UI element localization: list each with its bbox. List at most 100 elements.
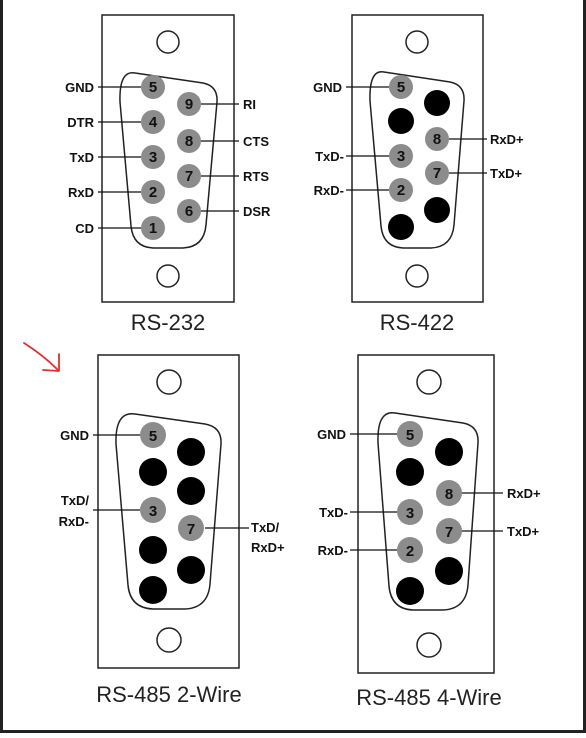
panel-rs232: 5 GND 4 DTR 3 TxD 2 RxD 1 CD 9 RI — [65, 14, 271, 335]
pin-label: DSR — [243, 204, 271, 219]
pin-label: GND — [65, 80, 94, 95]
pin-label: RxD — [68, 185, 94, 200]
connector-pinout-figure: 5 GND 4 DTR 3 TxD 2 RxD 1 CD 9 RI — [23, 14, 541, 710]
pin-number: 7 — [187, 521, 195, 538]
pin-number: 3 — [397, 148, 405, 165]
pin-number: 2 — [406, 543, 414, 560]
pin-7: 7 RTS — [177, 164, 269, 188]
mounting-hole-top — [405, 30, 429, 54]
pin-circle — [141, 145, 165, 169]
pin-5: 5 GND — [65, 75, 165, 99]
pin-circle — [177, 164, 201, 188]
pin-number: 4 — [149, 114, 158, 131]
pin-2: 2 RxD- — [318, 537, 423, 563]
pin-label: TxD- — [319, 505, 348, 520]
connector-shell — [115, 413, 222, 610]
panel-rs422: 5 GND 3 TxD- 2 RxD- 8 RxD+ 7 TxD+ RS-422 — [313, 14, 524, 335]
pin-8: 8 CTS — [177, 129, 269, 153]
diagram-title: RS-422 — [380, 310, 455, 335]
pin-number: 5 — [149, 79, 157, 96]
pin-8: 8 RxD+ — [436, 480, 541, 506]
pin-circle — [436, 480, 462, 506]
pin-circle — [177, 129, 201, 153]
pin-5: 5 GND — [317, 421, 423, 447]
pin-label-line1: TxD/ — [251, 520, 280, 535]
annotation-arrow-icon — [23, 342, 60, 372]
pin-circle — [389, 144, 413, 168]
pin-number: 7 — [445, 524, 453, 541]
pin-label-line2: RxD- — [59, 514, 89, 529]
pin-circle — [140, 422, 166, 448]
pin-label: RxD+ — [507, 486, 541, 501]
pin-2: 2 RxD — [68, 180, 165, 204]
connector-shell — [377, 412, 479, 611]
pin-label: GND — [313, 80, 342, 95]
unused-pin-dot — [424, 197, 450, 223]
diagram-title: RS-485 4-Wire — [356, 685, 501, 710]
unused-pin-dot — [177, 556, 205, 584]
pin-circle — [397, 537, 423, 563]
pin-circle — [397, 421, 423, 447]
mounting-hole-bottom — [156, 264, 180, 288]
pin-label: DTR — [67, 115, 94, 130]
pin-circle — [425, 127, 449, 151]
pin-number: 6 — [185, 203, 193, 220]
pin-label: TxD- — [315, 149, 344, 164]
panel-rs485-4wire: 5 GND 3 TxD- 2 RxD- 8 RxD+ 7 TxD+ RS-485… — [317, 354, 541, 710]
pin-3: 3 TxD- — [315, 144, 413, 168]
pin-leader-lines — [93, 434, 249, 529]
unused-pin-dot — [388, 108, 414, 134]
pin-number: 7 — [185, 168, 193, 185]
mounting-hole-bottom — [156, 627, 182, 653]
pin-circle — [141, 180, 165, 204]
diagram-title: RS-232 — [131, 310, 206, 335]
unused-pin-dot — [139, 536, 167, 564]
pin-number: 2 — [149, 184, 157, 201]
pin-label: RxD- — [318, 543, 348, 558]
pin-number: 3 — [149, 503, 157, 520]
pin-label: RI — [243, 97, 256, 112]
pin-5: 5 GND — [313, 75, 413, 99]
pin-circle — [389, 75, 413, 99]
pin-number: 2 — [397, 182, 405, 199]
pin-circle — [140, 497, 166, 523]
mounting-hole-top — [416, 369, 442, 395]
unused-pin-dot — [424, 90, 450, 116]
pin-label-line2: RxD+ — [251, 540, 285, 555]
unused-pin-dot — [388, 214, 414, 240]
pin-circle — [141, 110, 165, 134]
pin-label: TxD — [69, 150, 94, 165]
pin-8: 8 RxD+ — [425, 127, 524, 151]
unused-pin-dot — [435, 557, 463, 585]
pin-number: 8 — [433, 131, 441, 148]
mounting-hole-bottom — [405, 264, 429, 288]
pin-circle — [436, 518, 462, 544]
pin-circle — [425, 161, 449, 185]
pin-5: 5 GND — [60, 422, 166, 448]
pin-7: 7 TxD/ RxD+ — [178, 515, 285, 555]
pin-number: 1 — [149, 220, 157, 237]
pin-circle — [141, 216, 165, 240]
pin-3: 3 TxD- — [319, 499, 423, 525]
pin-7: 7 TxD+ — [436, 518, 540, 544]
pin-circle — [397, 499, 423, 525]
pin-label: TxD+ — [507, 524, 540, 539]
pin-leader-lines — [350, 433, 503, 551]
pin-4: 4 DTR — [67, 110, 165, 134]
pin-circle — [141, 75, 165, 99]
pin-number: 9 — [185, 96, 193, 113]
unused-pin-dot — [435, 438, 463, 466]
pin-number: 5 — [397, 79, 405, 96]
pin-label: RxD+ — [490, 132, 524, 147]
pin-label: CD — [75, 221, 94, 236]
pin-1: 1 CD — [75, 216, 165, 240]
unused-pin-dot — [396, 458, 424, 486]
pin-label-line1: TxD/ — [61, 493, 90, 508]
panel-rs485-2wire: 5 GND 3 TxD/ RxD- 7 TxD/ RxD+ RS-485 2-W… — [59, 354, 285, 707]
mounting-hole-top — [156, 30, 180, 54]
pin-9: 9 RI — [177, 92, 256, 116]
connector-shell — [119, 72, 218, 249]
pin-circle — [178, 515, 204, 541]
pin-number: 8 — [185, 133, 193, 150]
pin-label: GND — [60, 428, 89, 443]
